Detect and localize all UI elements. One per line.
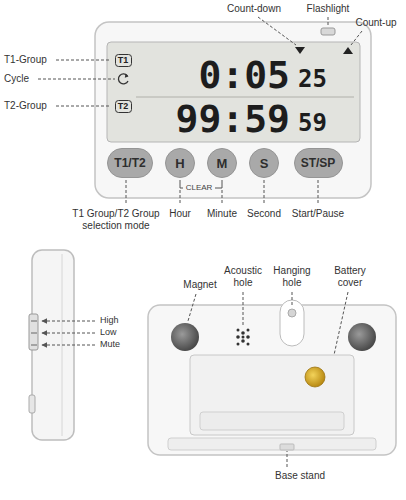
leader-lines-back: [188, 292, 348, 467]
count-down-indicator: [295, 47, 305, 54]
callout-label: Count-up: [350, 17, 402, 29]
switch-label: Low: [100, 327, 140, 339]
callout-label: Acoustic hole: [220, 265, 266, 289]
button-label: T1 Group/T2 Group selection mode: [67, 208, 165, 232]
display-digits: 25: [298, 67, 342, 91]
callout-label: T2-Group: [4, 100, 60, 112]
lcd-display: [107, 42, 360, 142]
leader-lines: [38, 17, 362, 205]
node-text: H: [175, 156, 184, 171]
node-shape: [208, 149, 237, 178]
button: M: [207, 148, 237, 178]
callout-label: Count-down: [219, 3, 289, 15]
node-shape: [115, 54, 131, 66]
callout-label: Base stand: [265, 470, 335, 482]
node-text: T2: [118, 101, 129, 111]
node-shape: [115, 100, 131, 112]
button-label: Start/Pause: [287, 208, 349, 220]
callout-label: Flashlight: [298, 3, 358, 15]
display-digits: 99:59: [160, 100, 290, 138]
switch-label: Mute: [100, 339, 140, 351]
callout-label: Magnet: [177, 279, 223, 291]
cycle-icon: [118, 74, 128, 84]
flashlight-window: [321, 28, 335, 35]
button: ST/SP: [294, 148, 343, 178]
node-text: T1/T2: [114, 156, 145, 170]
switch-label: High: [100, 315, 140, 327]
node-shape: [166, 149, 195, 178]
button-label: Hour: [163, 208, 197, 220]
button: T1/T2: [107, 148, 153, 178]
group-icon: T1: [115, 54, 132, 67]
callout-label: Cycle: [4, 73, 60, 85]
node-shape: [294, 149, 342, 178]
node-text: T1: [118, 55, 129, 65]
button-note: CLEAR: [182, 183, 216, 193]
switch-arrows: [42, 321, 95, 345]
count-up-indicator: [343, 47, 353, 54]
back-view: [148, 300, 396, 455]
button-label: Second: [244, 208, 284, 220]
button-label: Minute: [202, 208, 242, 220]
callout-label: Battery cover: [326, 265, 374, 289]
display-divider: [136, 97, 354, 98]
button: H: [165, 148, 195, 178]
group-icon: T2: [115, 100, 132, 113]
callout-label: T1-Group: [4, 54, 60, 66]
node-shape: [108, 149, 153, 178]
callout-label: Hanging hole: [269, 265, 315, 289]
node-shape: [250, 149, 279, 178]
button: S: [249, 148, 279, 178]
display-digits: 59: [298, 111, 342, 135]
node-text: M: [217, 156, 228, 171]
node-text: ST/SP: [301, 156, 336, 170]
front-housing: [95, 22, 371, 198]
display-digits: 0:05: [170, 56, 290, 94]
node-text: S: [260, 156, 269, 171]
